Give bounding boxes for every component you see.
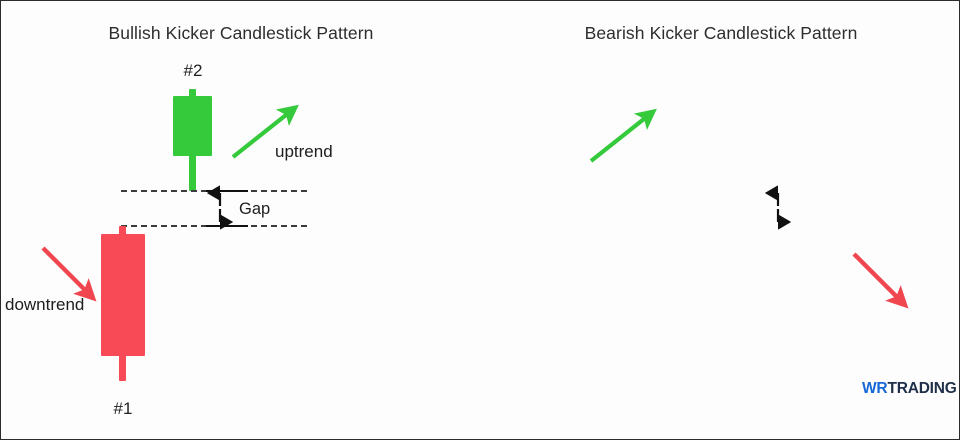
logo-wordmark: TRADING	[887, 380, 957, 397]
panel-bullish-title: Bullish Kicker Candlestick Pattern	[108, 23, 374, 43]
bullish-candle-1-label: #1	[113, 399, 133, 418]
panel-bearish-title: Bearish Kicker Candlestick Pattern	[584, 23, 858, 43]
panel-bearish-kicker: Bearish Kicker Candlestick Pattern #1 Ga…	[481, 1, 959, 439]
bullish-green-candle-body	[173, 96, 212, 156]
logo-mark: WR	[862, 380, 888, 397]
bullish-green-candle	[173, 89, 212, 191]
bullish-red-candle	[101, 226, 145, 381]
bullish-downtrend-label: downtrend	[5, 295, 85, 314]
bullish-red-candle-body	[101, 234, 145, 356]
bullish-candle-2-label: #2	[183, 61, 203, 80]
wr-trading-logo: WRTRADING	[862, 380, 957, 398]
bullish-gap-lower-tick	[206, 225, 248, 227]
bullish-gap-upper-tick	[206, 190, 248, 192]
bullish-uptrend-label: uptrend	[275, 142, 333, 161]
bullish-gap-label: Gap	[239, 200, 271, 218]
panel-bullish-kicker: Bullish Kicker Candlestick Pattern #2 Ga…	[1, 1, 481, 439]
